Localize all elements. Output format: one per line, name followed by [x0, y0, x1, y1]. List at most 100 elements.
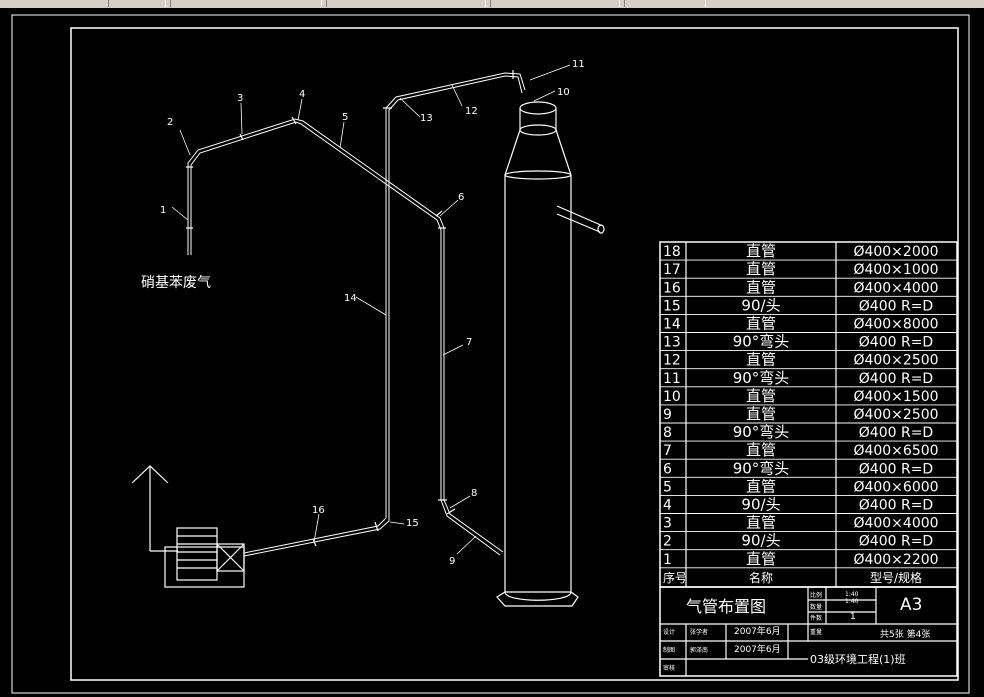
bom-cell-no: 11	[663, 371, 681, 387]
bom-cell-no: 8	[663, 425, 672, 441]
bom-cell-no: 13	[663, 335, 681, 351]
bom-cell-spec: Ø400×2200	[853, 552, 938, 568]
bom-cell-name: 90°弯头	[733, 423, 790, 441]
bom-cell-spec: Ø400 R=D	[859, 371, 933, 387]
bom-cell-no: 5	[663, 479, 672, 495]
sheet-code: A3	[900, 595, 922, 615]
scale-value: 1:40	[845, 591, 859, 598]
toolbar-dropdown[interactable]	[326, 0, 486, 7]
bom-cell-spec: Ø400×6000	[853, 479, 938, 495]
design-label: 设计	[663, 628, 675, 636]
toolbar-dropdown[interactable]	[490, 0, 620, 7]
review-label: 审核	[663, 664, 675, 672]
bom-cell-name: 90°弯头	[733, 459, 790, 477]
bom-cell-name: 直管	[746, 477, 776, 495]
bom-cell-no: 3	[663, 516, 672, 532]
callout-14: 14	[344, 293, 357, 304]
callout-5: 5	[342, 112, 348, 123]
callout-4: 4	[299, 89, 305, 100]
bom-cell-no: 7	[663, 443, 672, 459]
bom-cell-spec: Ø400×4000	[853, 280, 938, 296]
bom-cell-spec: Ø400×2500	[853, 353, 938, 369]
bom-cell-name: 直管	[746, 278, 776, 296]
bom-cell-name: 直管	[746, 260, 776, 278]
callout-labels: 1 2 3 4 5 6 7 8 9 10 11 12 13 14 15 16	[160, 59, 585, 567]
scale-value-2: 1:40	[845, 598, 859, 605]
bom-cell-spec: Ø400×4000	[853, 516, 938, 532]
bom-cell-no: 1	[663, 552, 672, 568]
bom-cell-name: 直管	[746, 351, 776, 369]
callout-12: 12	[465, 106, 478, 117]
design-date: 2007年6月	[734, 625, 781, 637]
bom-cell-spec: Ø400×6500	[853, 443, 938, 459]
bom-cell-spec: Ø400 R=D	[859, 425, 933, 441]
bom-cell-name: 直管	[746, 242, 776, 260]
bom-cell-no: 序号	[663, 570, 687, 585]
source-label: 硝基苯废气	[141, 274, 211, 291]
bom-cell-name: 直管	[746, 315, 776, 333]
bom-cell-no: 12	[663, 353, 681, 369]
callout-9: 9	[449, 556, 455, 567]
bom-cell-no: 18	[663, 244, 681, 260]
bom-cell-no: 9	[663, 407, 672, 423]
bom-cell-spec: Ø400 R=D	[859, 498, 933, 514]
callout-13: 13	[420, 113, 433, 124]
designer-name: 张学者	[690, 628, 708, 636]
scrubber-tower	[496, 101, 579, 607]
bom-cell-name: 90°弯头	[733, 369, 790, 387]
bom-cell-spec: Ø400×2000	[853, 244, 938, 260]
draft-date: 2007年6月	[734, 643, 781, 655]
fan-icon	[164, 527, 245, 588]
toolbar-button[interactable]	[108, 0, 166, 7]
bom-cell-no: 17	[663, 262, 681, 278]
callout-11: 11	[572, 59, 585, 70]
bom-cell-name: 90°弯头	[733, 333, 790, 351]
bom-cell-name: 直管	[746, 387, 776, 405]
leader-lines	[171, 64, 571, 555]
qty-value: 1	[850, 612, 856, 622]
up-arrow-icon	[131, 465, 178, 552]
drafter-name: 郭泽南	[690, 646, 708, 654]
weight-label: 重量	[810, 628, 822, 636]
callout-16: 16	[312, 505, 325, 516]
bom-cell-spec: Ø400 R=D	[859, 461, 933, 477]
callout-6: 6	[458, 192, 464, 203]
drawing-title: 气管布置图	[686, 597, 766, 616]
bom-cell-spec: Ø400×1000	[853, 262, 938, 278]
bom-cell-spec: Ø400 R=D	[859, 335, 933, 351]
callout-10: 10	[557, 87, 570, 98]
qty-label: 件数	[810, 614, 822, 622]
bom-cell-name: 直管	[746, 405, 776, 423]
bom-cell-name: 直管	[746, 514, 776, 532]
bom-cell-name: 90/头	[741, 296, 780, 314]
bom-cell-spec: Ø400×2500	[853, 407, 938, 423]
bom-cell-name: 90/头	[741, 532, 780, 550]
bom-cell-spec: Ø400 R=D	[859, 298, 933, 314]
toolbar-dropdown[interactable]	[170, 0, 322, 7]
bom-cell-spec: Ø400×8000	[853, 317, 938, 333]
sheet-count: 共5张 第4张	[880, 628, 930, 640]
drafter-label: 制图	[663, 646, 675, 654]
bom-cell-spec: Ø400 R=D	[859, 534, 933, 550]
bom-cell-name: 直管	[746, 441, 776, 459]
drawing-canvas[interactable]: 1 2 3 4 5 6 7 8 9 10 11 12 13 14 15 16 硝…	[0, 8, 984, 697]
scale-label-2: 数量	[810, 603, 822, 611]
callout-7: 7	[466, 337, 472, 348]
outer-frame	[11, 14, 970, 694]
callout-1: 1	[160, 205, 166, 216]
bom-cell-no: 4	[663, 498, 672, 514]
bom-cell-no: 16	[663, 280, 681, 296]
pipe-route	[186, 70, 605, 557]
bom-cell-name: 直管	[746, 550, 776, 568]
bom-cell-spec: Ø400×1500	[853, 389, 938, 405]
bom-cell-name: 名称	[749, 570, 773, 585]
bom-cell-no: 15	[663, 298, 681, 314]
bom-cell-no: 6	[663, 461, 672, 477]
callout-2: 2	[167, 117, 173, 128]
callout-3: 3	[237, 93, 243, 104]
callout-8: 8	[471, 488, 477, 499]
bom-cell-spec: 型号/规格	[870, 570, 922, 585]
toolbar-dropdown[interactable]	[624, 0, 706, 7]
title-block: 气管布置图 A3 比例 数量 1:40 1:40 件数 1 重量 共5张 第4张…	[659, 586, 958, 677]
